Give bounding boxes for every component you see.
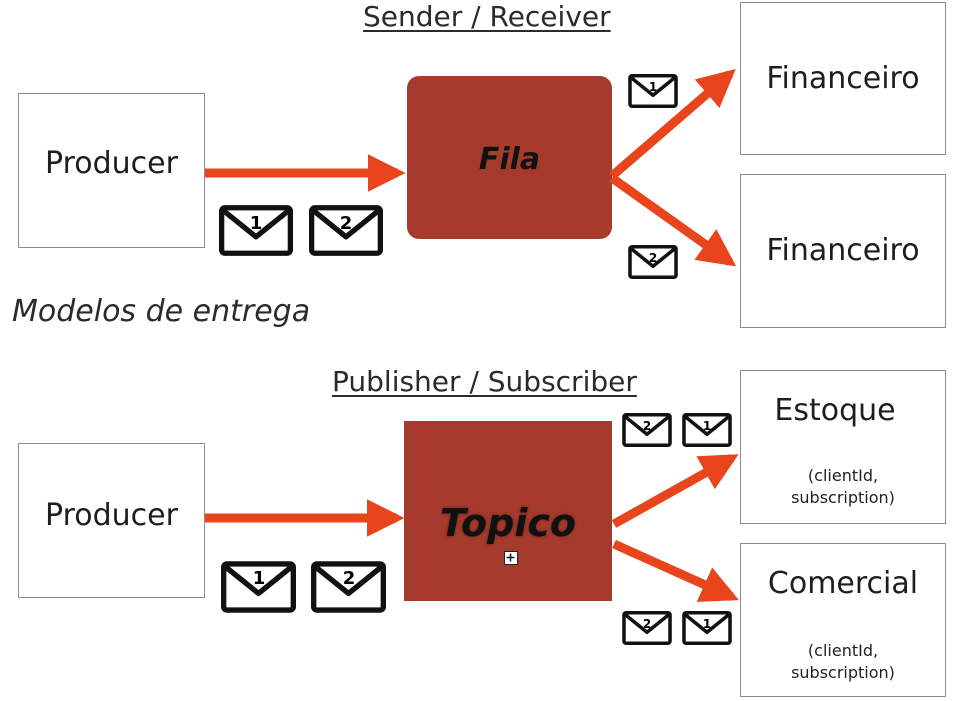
envelope-icon: 1 — [682, 611, 732, 645]
queue-consumer-label-1: Financeiro — [766, 61, 920, 96]
topic-msg-out-bottom-2: 1 — [703, 617, 711, 631]
queue-msg-in-2: 2 — [340, 213, 353, 234]
envelope-icon: 1 — [222, 208, 291, 253]
topic-section-title: Publisher / Subscriber — [332, 365, 637, 398]
topic-consumer-detail-1b: subscription) — [791, 488, 895, 507]
queue-consumer-box-2: Financeiro — [740, 174, 946, 328]
envelope-icon: 2 — [622, 611, 672, 645]
topic-consumer-detail-2b: subscription) — [791, 663, 895, 682]
queue-msg-out-bottom: 2 — [649, 251, 657, 265]
envelope-icon: 1 — [628, 74, 678, 108]
plus-square-icon[interactable] — [504, 551, 518, 565]
envelope-icon: 1 — [682, 413, 732, 447]
topic-consumer-detail-2a: (clientId, — [807, 641, 879, 660]
topic-broker-label: Topico — [440, 501, 576, 545]
topic-msg-out-top-1: 2 — [643, 419, 651, 433]
queue-arrow-out-1 — [609, 69, 736, 180]
queue-msg-in-1: 1 — [250, 213, 263, 234]
topic-msg-in-2: 2 — [343, 568, 356, 589]
topic-producer-box: Producer — [18, 443, 205, 598]
envelope-icon: 2 — [628, 245, 678, 279]
topic-msg-out-bottom-1: 2 — [643, 617, 651, 631]
topic-consumer-name-2: Comercial — [767, 566, 919, 601]
queue-section-title: Sender / Receiver — [363, 0, 611, 33]
queue-broker-label: Fila — [478, 142, 541, 177]
envelope-icon: 2 — [314, 564, 384, 610]
topic-consumer-name-1: Estoque — [774, 393, 896, 428]
topic-broker-box: Topico — [404, 421, 612, 601]
queue-producer-label: Producer — [45, 146, 178, 181]
envelope-icon: 1 — [224, 564, 294, 610]
topic-consumer-box-2: Comercial (clientId, subscription) — [740, 543, 946, 697]
queue-msg-out-top: 1 — [649, 80, 657, 94]
queue-broker-box: Fila — [407, 76, 612, 239]
queue-arrow-out-2 — [609, 174, 737, 267]
topic-msg-out-top-2: 1 — [703, 419, 711, 433]
topic-arrow-out-1 — [611, 454, 739, 528]
envelope-icon: 2 — [312, 208, 381, 253]
queue-consumer-label-2: Financeiro — [766, 233, 920, 268]
topic-msg-in-1: 1 — [253, 568, 266, 589]
topic-consumer-detail-1a: (clientId, — [807, 466, 879, 485]
topic-producer-label: Producer — [45, 498, 178, 533]
topic-arrow-out-2 — [612, 539, 739, 602]
queue-consumer-box-1: Financeiro — [740, 2, 946, 155]
envelope-icon: 2 — [622, 413, 672, 447]
topic-consumer-box-1: Estoque (clientId, subscription) — [740, 370, 946, 524]
queue-producer-box: Producer — [18, 93, 205, 248]
delivery-models-label: Modelos de entrega — [12, 294, 311, 329]
